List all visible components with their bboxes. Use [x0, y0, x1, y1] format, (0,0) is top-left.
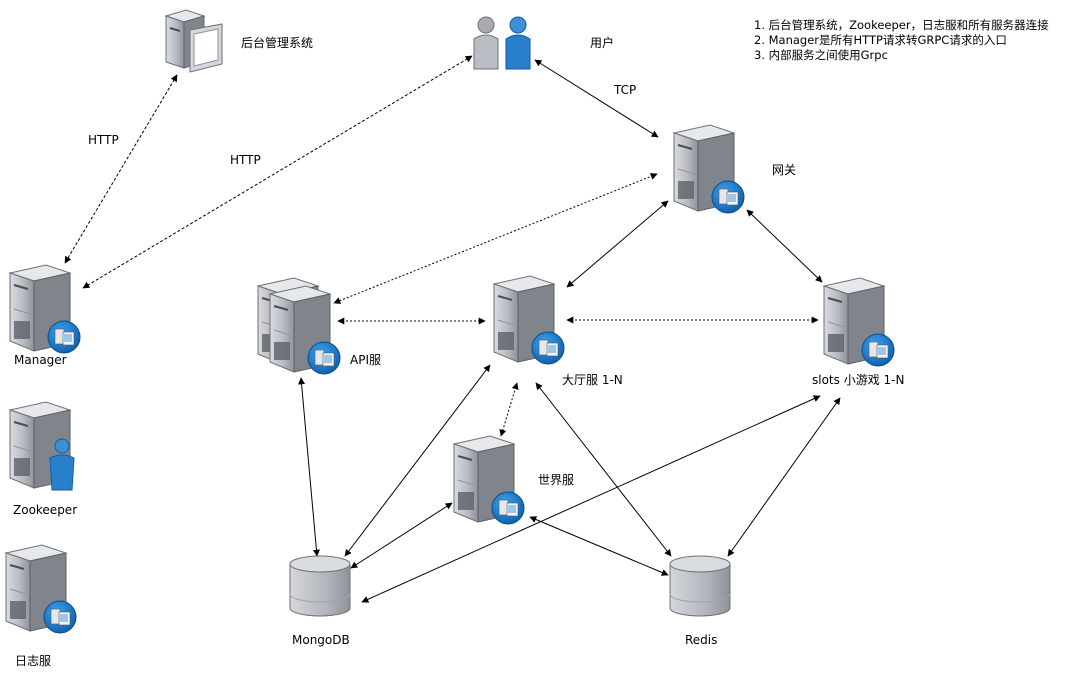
edge-label-user-gateway: TCP — [614, 83, 637, 97]
api-label: API服 — [350, 353, 381, 367]
redis-database-icon — [669, 555, 731, 617]
lobby-label: 大厅服 1-N — [562, 373, 623, 387]
note-3: 3. 内部服务之间使用Grpc — [754, 48, 888, 62]
admin-computer-icon — [164, 9, 223, 73]
mongodb-database-icon — [289, 555, 351, 617]
manager-server-icon — [9, 264, 81, 354]
edge-lobby-redis — [535, 382, 672, 557]
mongodb-label: MongoDB — [292, 633, 350, 647]
admin-label: 后台管理系统 — [241, 36, 314, 50]
api-server-icon — [257, 277, 341, 375]
world-label: 世界服 — [538, 473, 575, 487]
note-2: 2. Manager是所有HTTP请求转GRPC请求的入口 — [754, 33, 1007, 47]
gateway-label: 网关 — [772, 163, 797, 177]
user-label: 用户 — [590, 36, 615, 50]
edge-lobby-world — [499, 382, 519, 437]
edge-admin-manager — [64, 74, 178, 264]
log-server-icon — [5, 544, 77, 634]
edge-gateway-slots — [746, 209, 823, 283]
note-1: 1. 后台管理系统，Zookeeper，日志服和所有服务器连接 — [754, 18, 1049, 32]
lobby-server-icon — [493, 275, 565, 365]
edge-world-redis — [529, 516, 669, 576]
edge-gateway-lobby — [566, 200, 669, 288]
gateway-server-icon — [673, 124, 745, 214]
edge-label-admin-manager: HTTP — [88, 133, 119, 147]
redis-label: Redis — [685, 633, 718, 647]
zookeeper-label: Zookeeper — [13, 503, 78, 517]
user-icon — [473, 16, 531, 70]
edge-slots-redis — [727, 397, 841, 557]
zookeeper-server-icon — [9, 401, 75, 491]
edge-user-manager — [82, 55, 473, 289]
log-label: 日志服 — [15, 654, 52, 668]
edge-gateway-api — [333, 173, 658, 304]
edge-api-mongodb — [298, 377, 320, 557]
edge-label-user-manager: HTTP — [230, 153, 261, 167]
slots-server-icon — [823, 277, 895, 367]
edge-slots-mongodb — [361, 395, 821, 603]
slots-label: slots 小游戏 1-N — [812, 373, 905, 387]
edge-user-gateway — [534, 59, 659, 138]
notes: 1. 后台管理系统，Zookeeper，日志服和所有服务器连接 2. Manag… — [754, 18, 1049, 63]
edges — [64, 55, 841, 603]
edge-world-mongodb — [350, 502, 453, 569]
manager-label: Manager — [14, 353, 67, 367]
world-server-icon — [453, 435, 525, 525]
